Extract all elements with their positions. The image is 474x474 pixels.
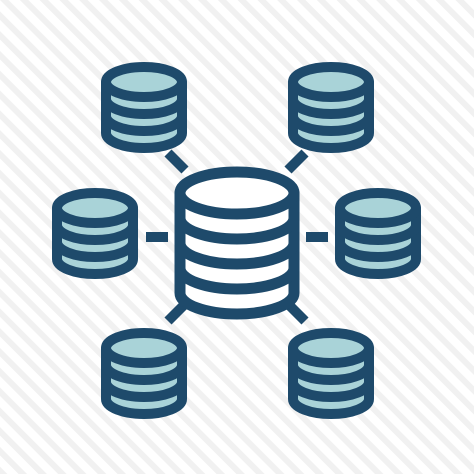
database-top-cap (288, 62, 374, 102)
database-icon-top-left (101, 62, 187, 153)
database-band-line (288, 115, 374, 136)
database-band-line (335, 241, 421, 262)
connector-bottom-left (164, 300, 189, 325)
database-band-line (52, 224, 138, 245)
database-band-line (174, 267, 300, 295)
database-top-cap (101, 328, 187, 368)
database-icon-bottom-left (101, 328, 187, 419)
database-band-line (335, 224, 421, 245)
connector-top-right (284, 149, 309, 174)
database-top-cap (335, 188, 421, 228)
database-band-line (174, 242, 300, 270)
database-top-cap (52, 188, 138, 228)
database-band-line (288, 364, 374, 385)
database-band-line (52, 241, 138, 262)
connector-top-left (164, 149, 189, 174)
database-band-line (101, 364, 187, 385)
database-icon-center (174, 166, 300, 320)
database-icon-bottom-right (288, 328, 374, 419)
database-band-line (288, 381, 374, 402)
database-band-line (101, 115, 187, 136)
database-band-line (101, 98, 187, 119)
database-band-line (174, 217, 300, 245)
database-top-cap (174, 166, 300, 220)
database-icon-top-right (288, 62, 374, 153)
database-icon-right (335, 188, 421, 279)
database-band-line (288, 98, 374, 119)
database-top-cap (101, 62, 187, 102)
database-icon-left (52, 188, 138, 279)
database-top-cap (288, 328, 374, 368)
database-band-line (101, 381, 187, 402)
